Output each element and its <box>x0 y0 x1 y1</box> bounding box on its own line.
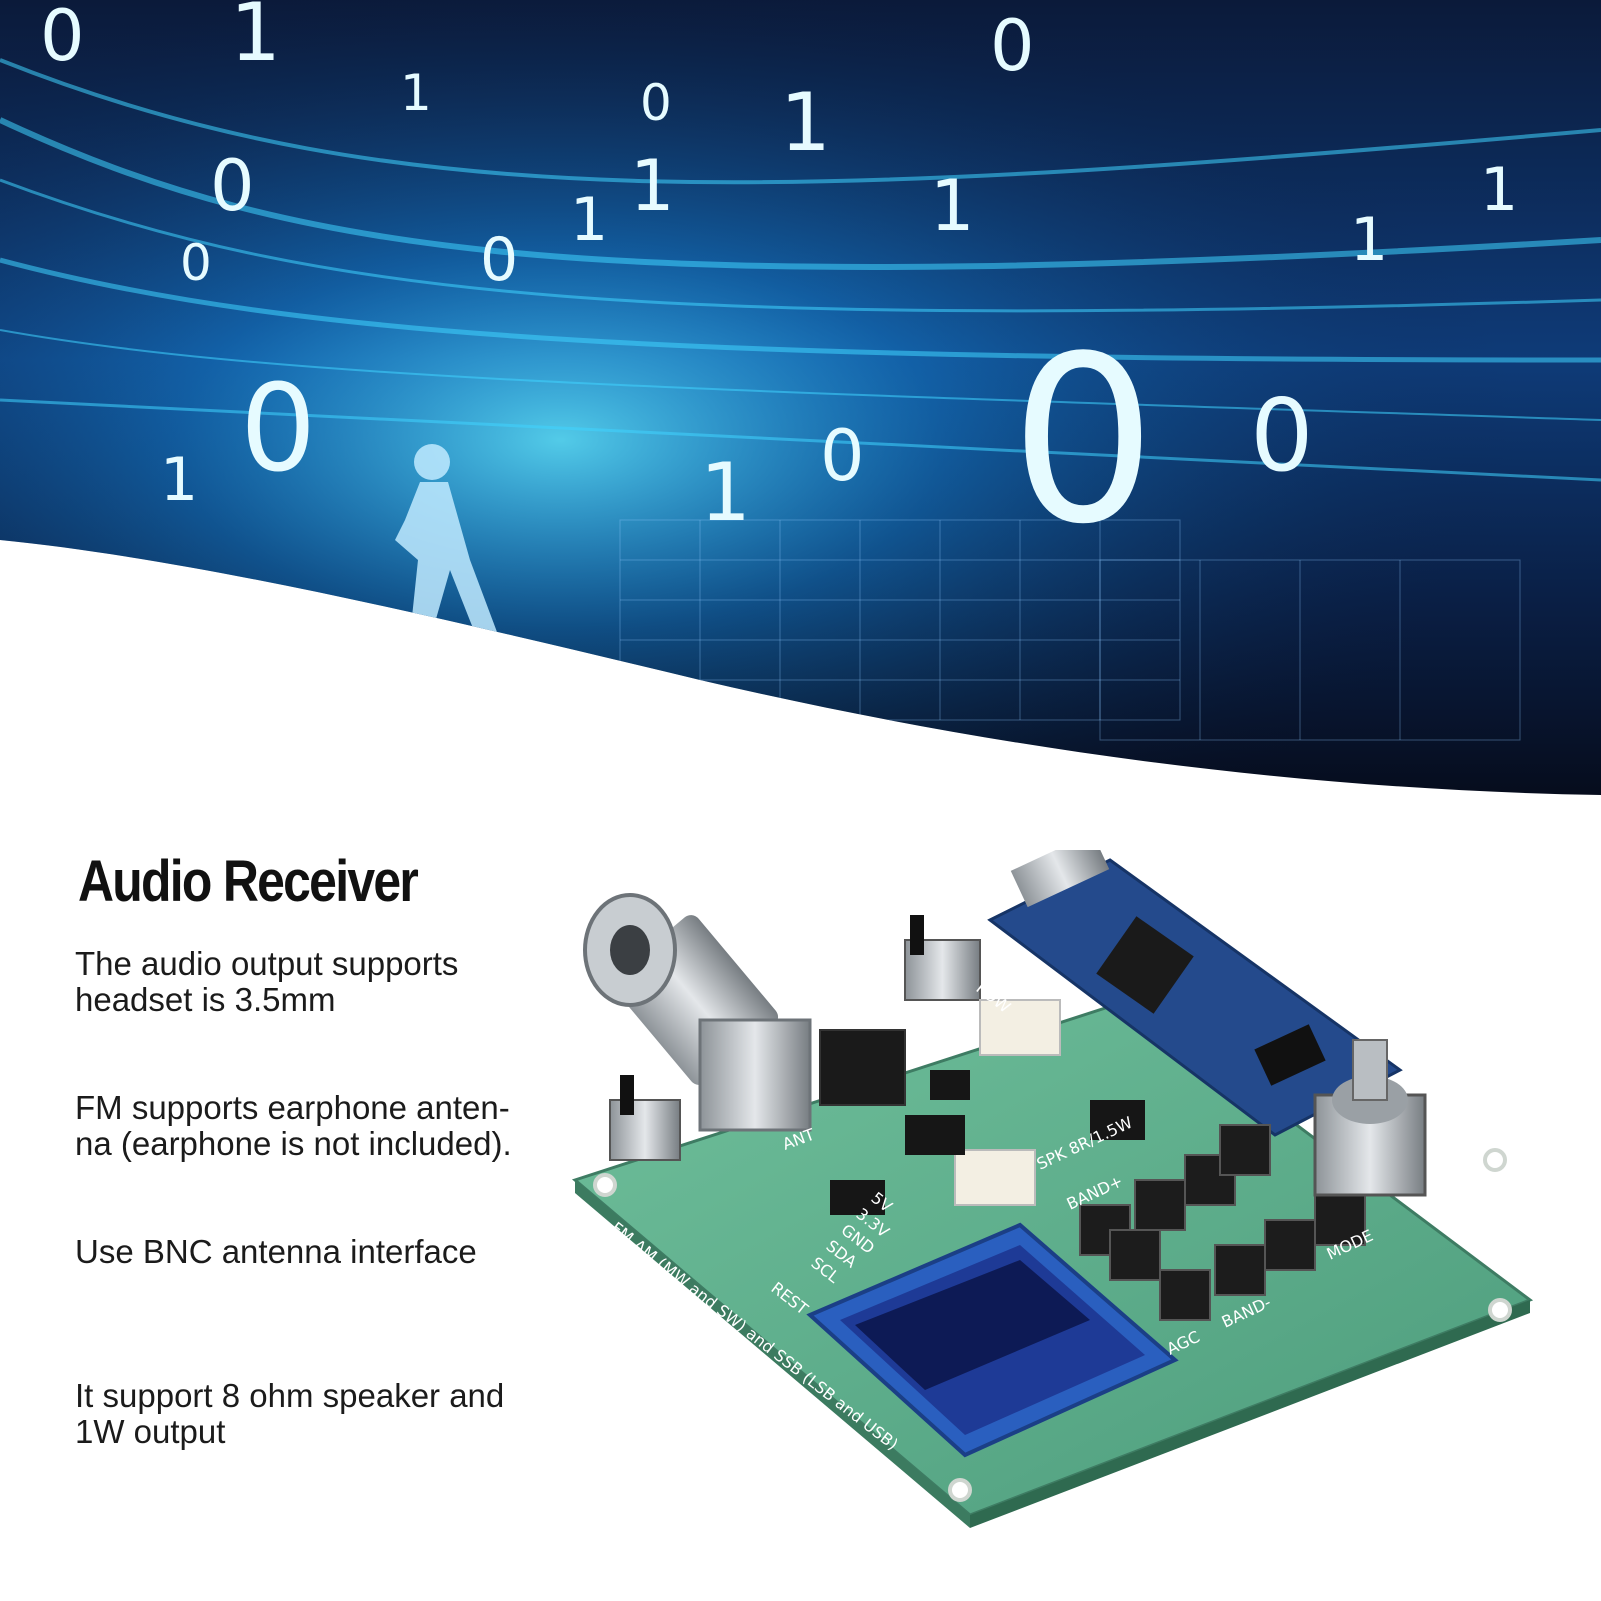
pcb-edge-right <box>970 1300 1530 1528</box>
feature-fm-antenna: FM supports earphone anten- na (earphone… <box>75 1089 512 1162</box>
running-figure <box>395 444 500 646</box>
rotary-encoder <box>1313 1039 1427 1197</box>
svg-text:0: 0 <box>1010 308 1156 575</box>
page-title: Audio Receiver <box>78 849 419 914</box>
bnc-connector <box>583 893 812 1132</box>
bw-button <box>1219 1124 1271 1176</box>
battery-connector <box>979 999 1061 1056</box>
svg-text:0: 0 <box>1250 377 1314 494</box>
svg-text:0: 0 <box>40 0 85 77</box>
svg-text:0: 0 <box>240 360 316 499</box>
product-image: FM AM (MW and SW) and SSB (LSB and USB) … <box>570 850 1570 1550</box>
mount-hole <box>1483 1148 1507 1172</box>
mount-hole <box>948 1478 972 1502</box>
speaker-connector <box>954 1149 1036 1206</box>
ic-chip <box>1090 1100 1145 1140</box>
wireframe-city <box>619 519 1521 741</box>
light-trails <box>0 58 1601 482</box>
svg-text:1: 1 <box>230 0 281 79</box>
hero-banner: 0 1 0 1 0 0 1 0 1 1 0 1 0 0 1 0 1 0 1 1 <box>0 0 1601 800</box>
microcontroller-chip <box>1096 916 1194 1014</box>
vol-button <box>1134 1179 1186 1231</box>
usb-port <box>1010 850 1110 908</box>
feature-audio-output: The audio output supports headset is 3.5… <box>75 945 459 1018</box>
svg-text:1: 1 <box>1350 205 1388 275</box>
svg-text:0: 0 <box>480 225 518 295</box>
svg-text:1: 1 <box>400 64 432 122</box>
ic-chip <box>905 1115 965 1155</box>
svg-text:0: 0 <box>180 234 212 292</box>
oled-screen <box>855 1260 1090 1390</box>
switch-lever <box>620 1075 634 1115</box>
svg-text:0: 0 <box>990 5 1035 87</box>
agc-button <box>1159 1269 1211 1321</box>
bnc-housing <box>698 1018 812 1132</box>
hero-illustration: 0 1 0 1 0 0 1 0 1 1 0 1 0 0 1 0 1 0 1 1 <box>0 0 1601 795</box>
ic-chip <box>830 1180 885 1215</box>
audio-jack-3-5mm <box>819 1029 906 1106</box>
mount-hole <box>1488 1298 1512 1322</box>
arduino-nano <box>987 850 1403 1137</box>
mount-hole <box>593 1173 617 1197</box>
ic-chip <box>930 1070 970 1100</box>
svg-text:1: 1 <box>570 185 608 255</box>
binary-glyphs: 0 1 0 1 0 0 1 0 1 1 0 1 0 0 1 0 1 0 1 1 <box>40 0 1518 575</box>
push-buttons <box>1079 1124 1366 1321</box>
svg-text:1: 1 <box>1480 155 1518 225</box>
feature-speaker-output: It support 8 ohm speaker and 1W output <box>75 1377 505 1450</box>
svg-text:0: 0 <box>820 415 865 497</box>
feature-bnc-interface: Use BNC antenna interface <box>75 1233 477 1270</box>
step-minus-button <box>1109 1229 1161 1281</box>
mode-button <box>1314 1194 1366 1246</box>
switch-lever <box>910 915 924 955</box>
svg-text:0: 0 <box>210 145 255 227</box>
pcb-edge <box>575 1180 970 1528</box>
oled-display <box>806 1222 1179 1458</box>
vol-minus-button <box>1264 1219 1316 1271</box>
svg-text:1: 1 <box>930 165 975 247</box>
band-minus-button <box>1214 1244 1266 1296</box>
svg-text:0: 0 <box>640 74 672 132</box>
receiver-board: FM AM (MW and SW) and SSB (LSB and USB) … <box>571 850 1534 1528</box>
svg-text:1: 1 <box>160 445 198 515</box>
encoder-knob <box>1352 1039 1388 1101</box>
header-pins <box>1254 1024 1326 1086</box>
svg-text:1: 1 <box>700 446 751 539</box>
svg-text:1: 1 <box>630 145 675 227</box>
svg-text:1: 1 <box>780 76 831 169</box>
